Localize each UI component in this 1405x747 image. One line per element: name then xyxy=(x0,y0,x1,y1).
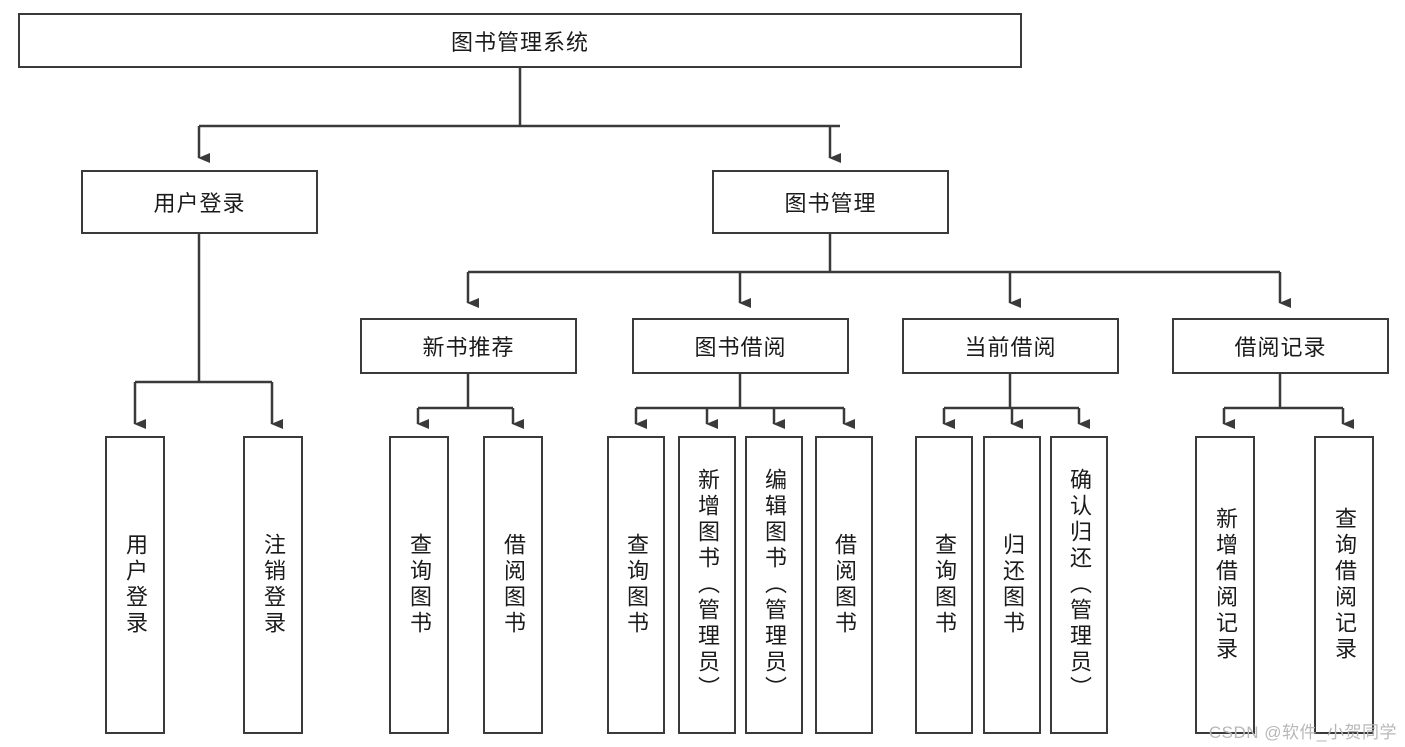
node-book-borrow-label: 图书借阅 xyxy=(694,335,787,360)
node-leaf-return-book[interactable]: 归还图书 xyxy=(983,436,1041,734)
node-leaf-add-book-admin[interactable]: 新增图书（管理员） xyxy=(678,436,736,734)
node-user-login-label: 用户登录 xyxy=(153,191,246,216)
node-leaf-query-borrow-record[interactable]: 查询借阅记录 xyxy=(1314,436,1374,734)
node-leaf-borrow-book-label: 借阅图书 xyxy=(832,533,857,637)
node-root[interactable]: 图书管理系统 xyxy=(18,13,1022,68)
node-leaf-borrow-book-new-label: 借阅图书 xyxy=(501,533,526,637)
node-book-management-label: 图书管理 xyxy=(784,191,877,216)
node-root-label: 图书管理系统 xyxy=(450,29,589,55)
node-leaf-query-book-new[interactable]: 查询图书 xyxy=(389,436,449,734)
node-leaf-confirm-return-admin[interactable]: 确认归还（管理员） xyxy=(1050,436,1108,734)
node-leaf-confirm-return-admin-label: 确认归还（管理员） xyxy=(1067,468,1092,702)
node-leaf-borrow-book[interactable]: 借阅图书 xyxy=(815,436,873,734)
node-new-book-recommend-label: 新书推荐 xyxy=(422,335,515,360)
node-leaf-add-book-admin-label: 新增图书（管理员） xyxy=(695,468,720,702)
node-leaf-query-book-current[interactable]: 查询图书 xyxy=(915,436,973,734)
node-leaf-edit-book-admin-label: 编辑图书（管理员） xyxy=(762,468,787,702)
node-leaf-logout[interactable]: 注销登录 xyxy=(243,436,303,734)
node-leaf-query-book-new-label: 查询图书 xyxy=(407,533,432,637)
node-leaf-query-book-current-label: 查询图书 xyxy=(932,533,957,637)
node-current-borrow-label: 当前借阅 xyxy=(964,335,1057,360)
node-current-borrow[interactable]: 当前借阅 xyxy=(902,318,1119,374)
node-leaf-user-login[interactable]: 用户登录 xyxy=(105,436,165,734)
node-leaf-borrow-book-new[interactable]: 借阅图书 xyxy=(483,436,543,734)
node-leaf-query-book-borrow-label: 查询图书 xyxy=(624,533,649,637)
node-user-login[interactable]: 用户登录 xyxy=(81,170,318,234)
node-leaf-edit-book-admin[interactable]: 编辑图书（管理员） xyxy=(745,436,803,734)
node-leaf-add-borrow-record-label: 新增借阅记录 xyxy=(1213,507,1238,663)
node-leaf-add-borrow-record[interactable]: 新增借阅记录 xyxy=(1195,436,1255,734)
node-borrow-record-label: 借阅记录 xyxy=(1234,335,1327,360)
node-leaf-query-borrow-record-label: 查询借阅记录 xyxy=(1332,507,1357,663)
node-borrow-record[interactable]: 借阅记录 xyxy=(1172,318,1389,374)
node-book-borrow[interactable]: 图书借阅 xyxy=(632,318,849,374)
node-leaf-user-login-label: 用户登录 xyxy=(123,533,148,637)
node-leaf-query-book-borrow[interactable]: 查询图书 xyxy=(607,436,665,734)
node-leaf-logout-label: 注销登录 xyxy=(261,533,286,637)
node-leaf-return-book-label: 归还图书 xyxy=(1000,533,1025,637)
node-book-management[interactable]: 图书管理 xyxy=(712,170,949,234)
node-new-book-recommend[interactable]: 新书推荐 xyxy=(360,318,577,374)
watermark: CSDN @软件_小贺同学 xyxy=(1208,723,1397,742)
